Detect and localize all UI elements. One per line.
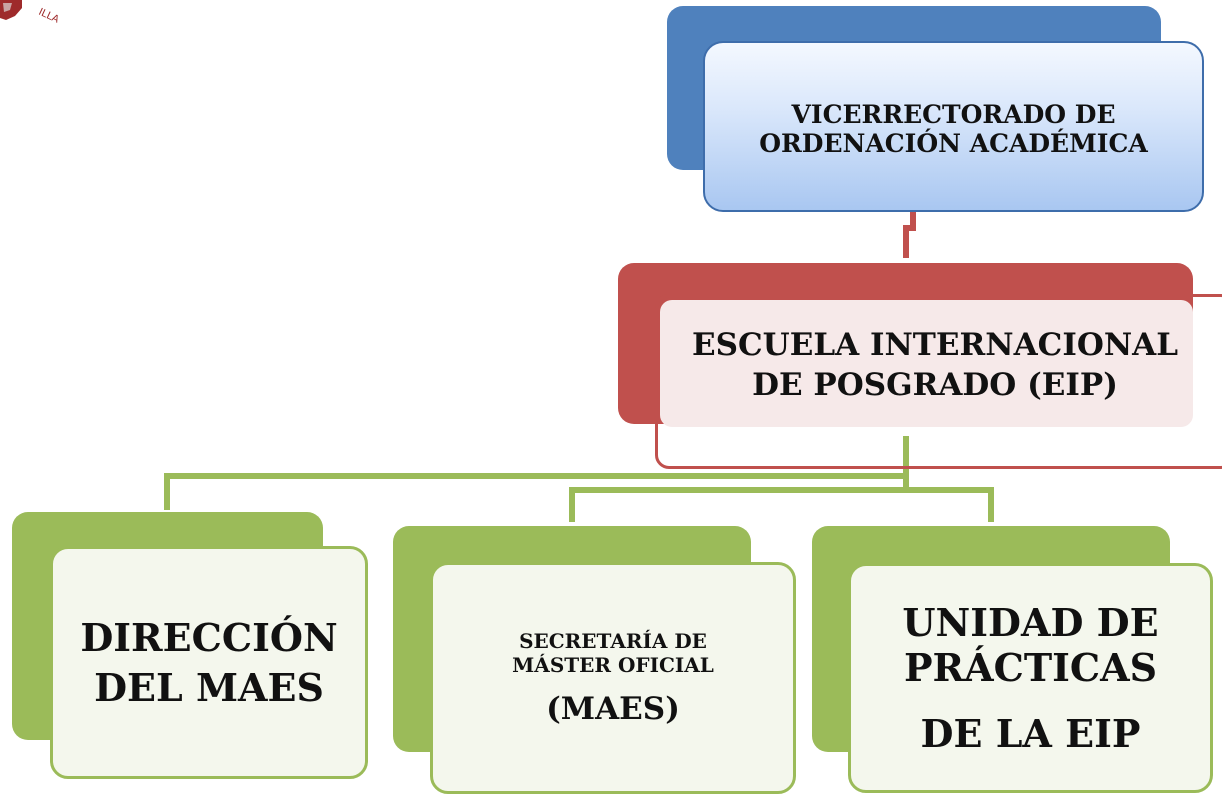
eip-label-line-1: ESCUELA INTERNACIONAL xyxy=(691,326,1179,363)
direccion-label-line-2: DEL MAES xyxy=(94,664,324,710)
connector-to-secretaria xyxy=(569,487,906,522)
secretaria-label-line-1: SECRETARÍA DE xyxy=(519,629,707,653)
vicerrectorado-label-line-2: ORDENACIÓN ACADÉMICA xyxy=(759,128,1148,158)
secretaria-node: SECRETARÍA DE MÁSTER OFICIAL (MAES) xyxy=(430,562,796,794)
svg-text:ILLA: ILLA xyxy=(37,7,61,26)
unidad-practicas-label-line-3: DE LA EIP xyxy=(920,710,1141,756)
unidad-practicas-node: UNIDAD DE PRÁCTICAS DE LA EIP xyxy=(848,563,1213,793)
vicerrectorado-label-line-1: VICERRECTORADO DE xyxy=(791,99,1116,129)
connector-to-unidad xyxy=(906,487,994,522)
unidad-practicas-label-line-1: UNIDAD DE xyxy=(902,599,1159,645)
vicerrectorado-node: VICERRECTORADO DE ORDENACIÓN ACADÉMICA xyxy=(703,41,1204,212)
eip-node-frame xyxy=(655,294,1222,469)
secretaria-label-line-2: MÁSTER OFICIAL xyxy=(512,653,714,677)
direccion-node: DIRECCIÓN DEL MAES xyxy=(50,546,368,779)
eip-label-line-2: DE POSGRADO (EIP) xyxy=(752,367,1118,403)
connector-top-to-middle xyxy=(903,212,916,258)
connector-to-direccion xyxy=(164,473,906,510)
university-seal-logo: ILLA xyxy=(0,0,61,26)
eip-node-fill xyxy=(660,300,1193,427)
secretaria-label-line-3: (MAES) xyxy=(546,691,680,727)
eip-node: ESCUELA INTERNACIONAL DE POSGRADO (EIP) xyxy=(665,305,1205,425)
unidad-practicas-label-line-2: PRÁCTICAS xyxy=(903,645,1158,691)
direccion-label-line-1: DIRECCIÓN xyxy=(80,615,338,661)
